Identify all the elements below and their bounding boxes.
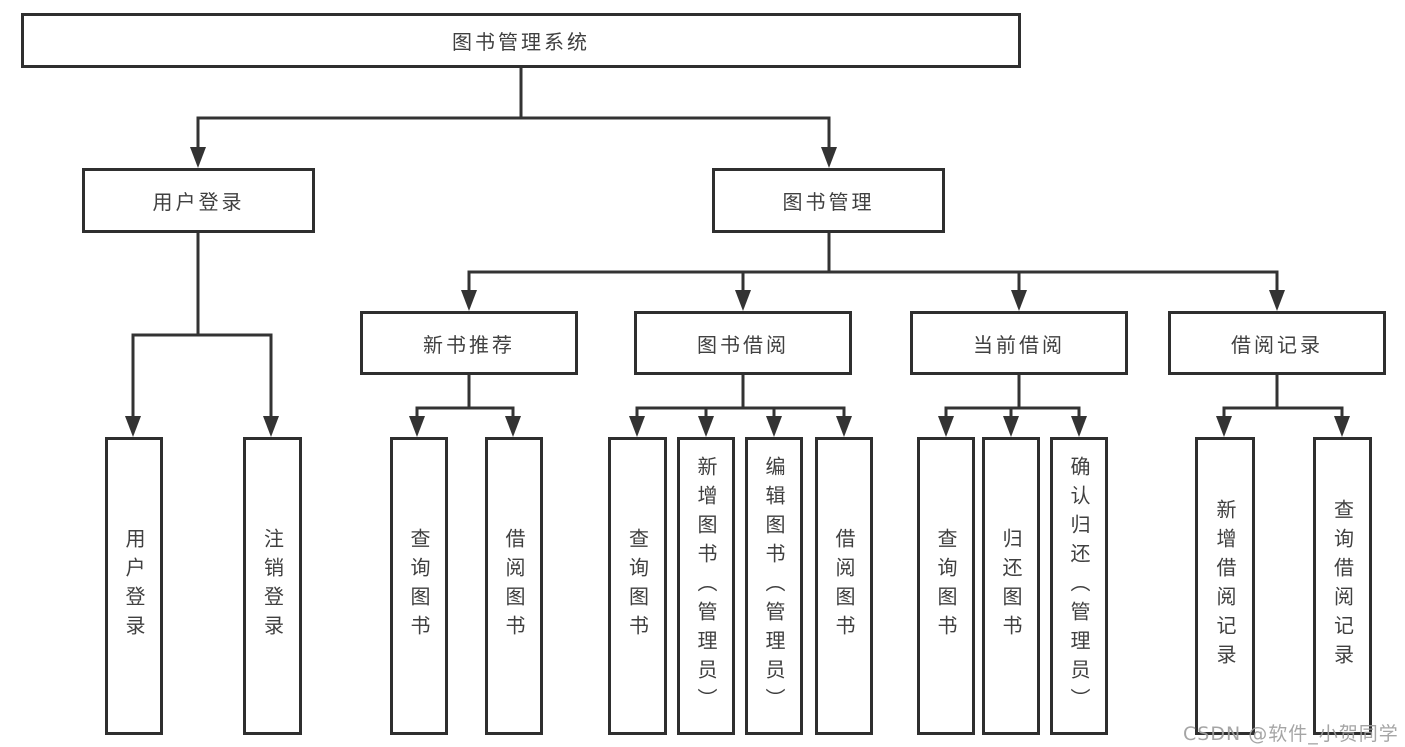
node-label: 注销登录	[260, 528, 285, 644]
node-label: 图书借阅	[697, 332, 789, 357]
node-label: 用户登录	[152, 190, 245, 214]
leaf-borrow-books: 借阅图书	[815, 437, 873, 735]
arrowhead-icons	[125, 147, 1350, 437]
leaf-query-books-borrow: 查询图书	[608, 437, 667, 735]
leaf-edit-books-admin: 编辑图书（管理员）	[745, 437, 803, 735]
node-current-borrow: 当前借阅	[910, 311, 1128, 375]
node-label: 图书管理	[782, 190, 875, 214]
leaf-query-books-recommend: 查询图书	[390, 437, 448, 735]
node-label: 新增借阅记录	[1213, 499, 1237, 673]
node-borrow-records: 借阅记录	[1168, 311, 1386, 375]
csdn-watermark: CSDN @软件_小贺同学	[1183, 723, 1399, 745]
node-label: 借阅记录	[1231, 332, 1323, 357]
node-label: 用户登录	[122, 528, 146, 644]
node-label: 查询借阅记录	[1330, 499, 1355, 673]
leaf-add-books-admin: 新增图书（管理员）	[677, 437, 735, 735]
leaf-query-books-current: 查询图书	[917, 437, 975, 735]
leaf-return-books: 归还图书	[982, 437, 1040, 735]
node-label: 确认归还（管理员）	[1067, 455, 1091, 717]
node-label: 查询图书	[407, 528, 431, 644]
node-label: 查询图书	[934, 528, 958, 644]
leaf-logout: 注销登录	[243, 437, 302, 735]
node-label: 新增图书（管理员）	[694, 455, 718, 717]
node-label: 编辑图书（管理员）	[762, 455, 786, 717]
node-label: 查询图书	[625, 528, 650, 644]
node-book-borrow: 图书借阅	[634, 311, 852, 375]
node-library-management-system: 图书管理系统	[21, 13, 1021, 68]
node-label: 图书管理系统	[452, 30, 590, 54]
leaf-borrow-books-recommend: 借阅图书	[485, 437, 543, 735]
node-label: 当前借阅	[973, 332, 1065, 357]
leaf-query-borrow-record: 查询借阅记录	[1313, 437, 1372, 735]
node-label: 归还图书	[999, 528, 1023, 644]
node-new-book-recommend: 新书推荐	[360, 311, 578, 375]
node-label: 借阅图书	[832, 528, 856, 644]
leaf-user-login: 用户登录	[105, 437, 163, 735]
leaf-add-borrow-record: 新增借阅记录	[1195, 437, 1255, 735]
node-label: 借阅图书	[502, 528, 526, 644]
leaf-confirm-return-admin: 确认归还（管理员）	[1050, 437, 1108, 735]
node-user-login: 用户登录	[82, 168, 315, 233]
node-label: 新书推荐	[423, 332, 515, 357]
node-book-management: 图书管理	[712, 168, 945, 233]
